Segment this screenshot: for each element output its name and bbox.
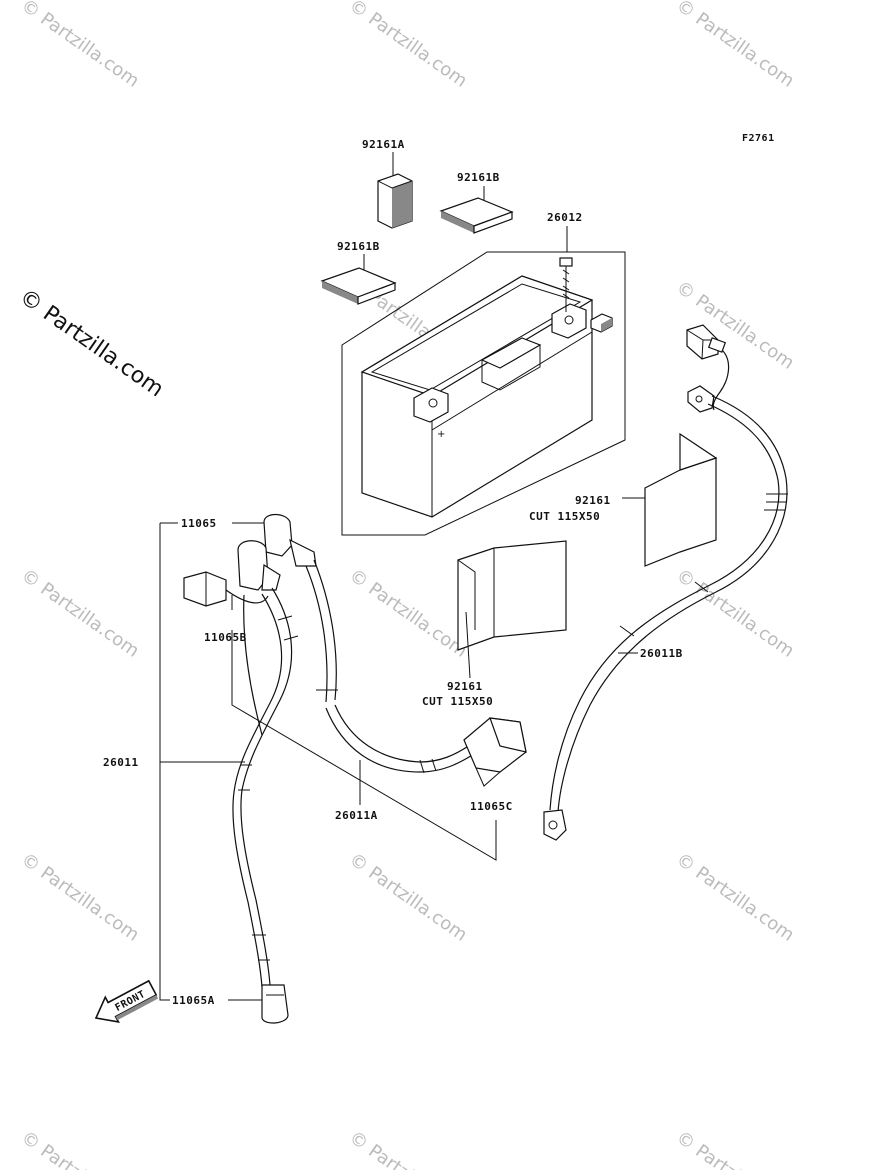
callout-92161-mid: 92161	[447, 680, 483, 693]
callout-11065C: 11065C	[470, 800, 513, 813]
part-92161B-top[interactable]	[439, 186, 514, 234]
callout-92161-mid-cut: CUT 115X50	[422, 695, 493, 708]
callout-11065: 11065	[181, 517, 217, 530]
part-92161-right[interactable]	[644, 432, 718, 567]
callout-11065B: 11065B	[204, 631, 247, 644]
callout-92161A: 92161A	[362, 138, 405, 151]
callout-26011A: 26011A	[335, 809, 378, 822]
watermark: © Partzilla.com	[17, 1127, 143, 1170]
front-arrow: FRONT	[94, 979, 159, 1023]
watermark: © Partzilla.com	[345, 0, 471, 92]
callout-92161-right-cut: CUT 115X50	[529, 510, 600, 523]
watermark: © Partzilla.com	[672, 0, 798, 92]
watermark: © Partzilla.com	[672, 565, 798, 662]
callout-92161B-top: 92161B	[457, 171, 500, 184]
watermark: © Partzilla.com	[17, 0, 143, 92]
part-92161-mid[interactable]	[457, 540, 567, 651]
svg-text:+: +	[437, 429, 445, 440]
watermark: © Partzilla.com	[17, 849, 143, 946]
watermark: © Partzilla.com	[345, 849, 471, 946]
watermark: © Partzilla.com	[345, 565, 471, 662]
part-92161B-left[interactable]	[320, 254, 397, 305]
watermark: © Partzilla.com	[672, 1127, 798, 1170]
part-92161A[interactable]	[377, 152, 413, 229]
watermark: © Partzilla.com	[672, 849, 798, 946]
battery-26012[interactable]: +	[341, 226, 626, 536]
watermark: © Partzilla.com	[17, 565, 143, 662]
callout-26012: 26012	[547, 211, 583, 224]
watermark: © Partzilla.com	[345, 1127, 471, 1170]
watermark-large: © Partzilla.com	[15, 284, 168, 402]
cable-26011B[interactable]	[543, 324, 788, 841]
harness-26011[interactable]	[159, 513, 527, 1024]
watermark: © Partzilla.com	[672, 277, 798, 374]
callout-92161B-left: 92161B	[337, 240, 380, 253]
callout-92161-right: 92161	[575, 494, 611, 507]
callout-26011: 26011	[103, 756, 139, 769]
callout-26011B: 26011B	[640, 647, 683, 660]
figure-code: F2761	[742, 133, 775, 144]
callout-11065A: 11065A	[172, 994, 215, 1007]
